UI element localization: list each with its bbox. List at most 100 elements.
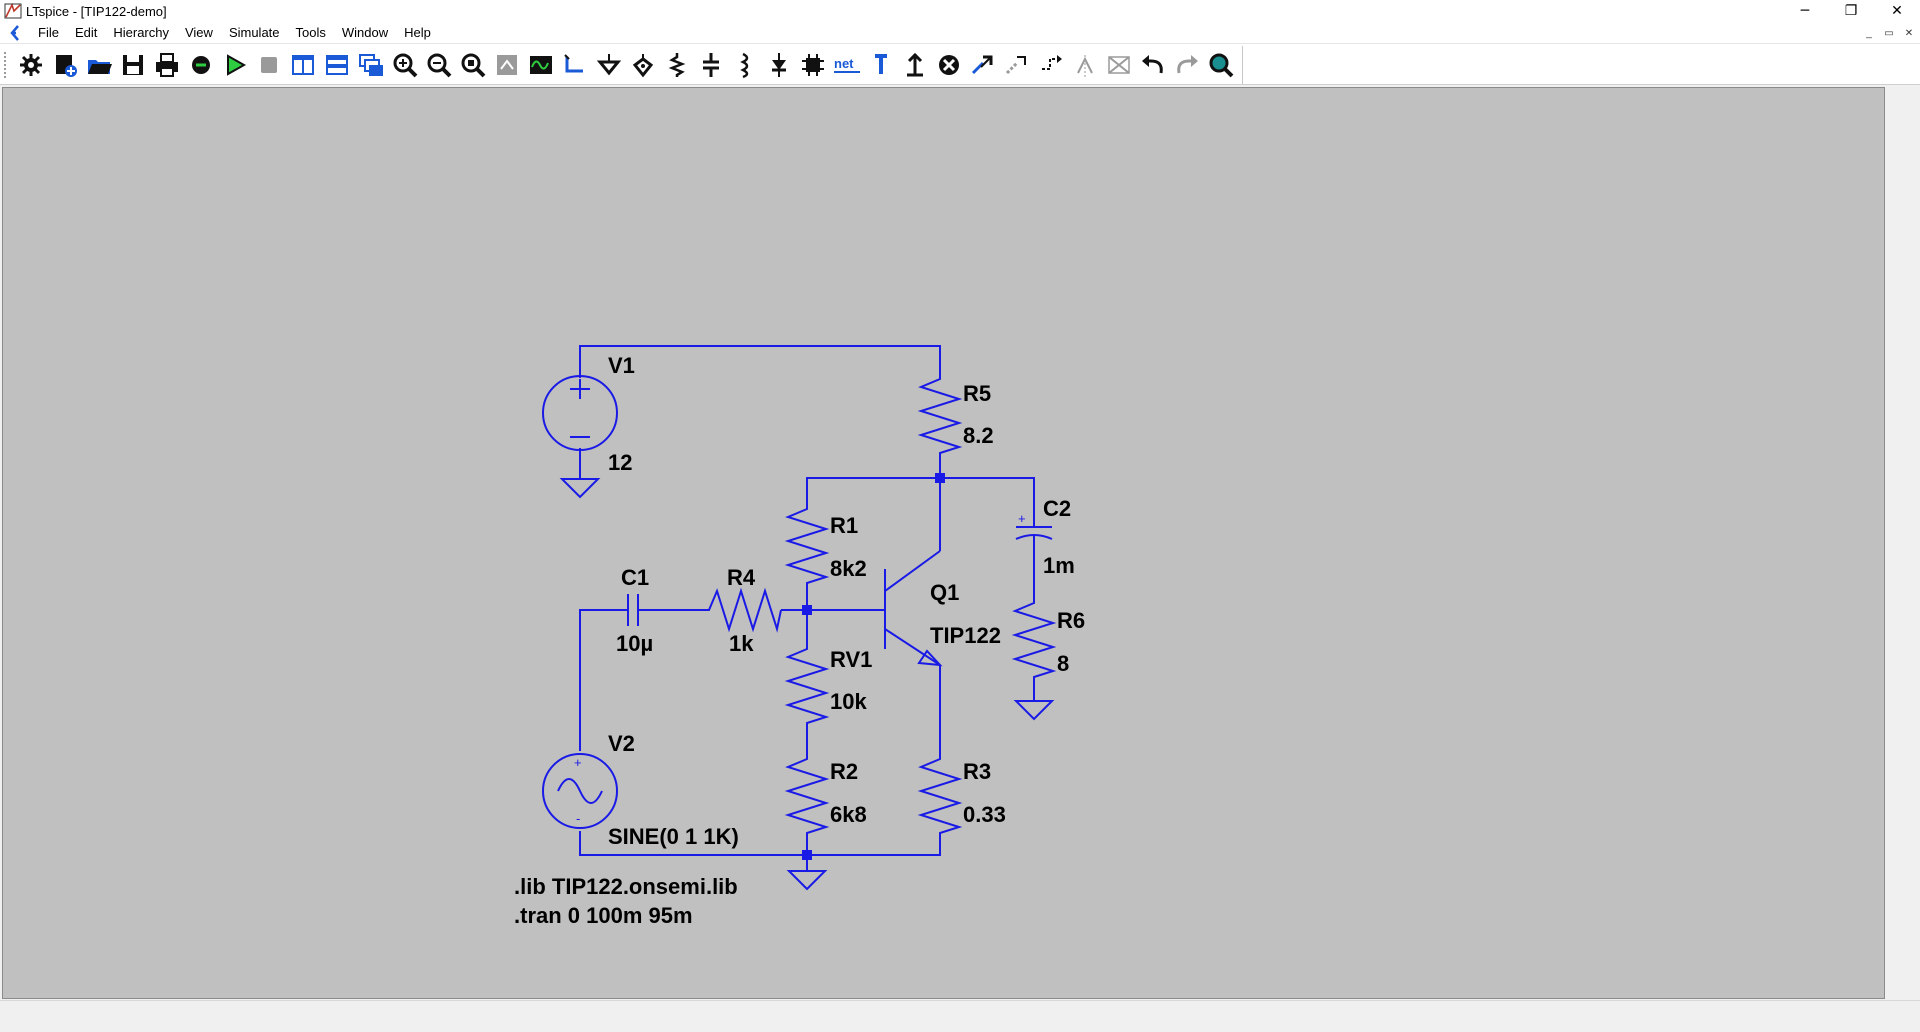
mirror-icon[interactable] — [1068, 50, 1102, 80]
status-bar — [0, 1000, 1920, 1032]
open-icon[interactable] — [82, 50, 116, 80]
delete-icon[interactable] — [932, 50, 966, 80]
menu-file[interactable]: File — [38, 24, 59, 40]
restore-button[interactable]: ❐ — [1844, 3, 1858, 19]
resistor-icon[interactable] — [660, 50, 694, 80]
window-controls: ─ ❐ ✕ — [1782, 0, 1920, 22]
cascade-icon[interactable] — [354, 50, 388, 80]
bus-tap-icon[interactable] — [1102, 50, 1136, 80]
q1-value: TIP122 — [930, 623, 1001, 648]
rotate-icon[interactable] — [1034, 50, 1068, 80]
window-title: LTspice - [TIP122-demo] — [26, 3, 167, 19]
halt-icon[interactable] — [252, 50, 286, 80]
redo-icon[interactable] — [1170, 50, 1204, 80]
minimize-button[interactable]: ─ — [1800, 3, 1810, 19]
wire[interactable] — [579, 345, 941, 378]
junctions — [802, 473, 945, 860]
new-schematic-icon[interactable] — [48, 50, 82, 80]
find-icon[interactable] — [1204, 50, 1238, 80]
component-icon[interactable] — [796, 50, 830, 80]
autoscale-icon[interactable] — [490, 50, 524, 80]
undo-icon[interactable] — [1136, 50, 1170, 80]
ground-symbol[interactable] — [1013, 700, 1055, 721]
zoom-in-icon[interactable] — [388, 50, 422, 80]
title-bar: LTspice - [TIP122-demo] ─ ❐ ✕ — [0, 0, 1920, 22]
voltage-source-v1[interactable] — [542, 375, 618, 451]
mdi-minimize-button[interactable]: _ — [1866, 27, 1872, 39]
mdi-close-button[interactable]: ✕ — [1904, 27, 1914, 39]
tool-label: net — [834, 56, 854, 71]
tile-vertical-icon[interactable] — [286, 50, 320, 80]
transistor-q1[interactable] — [884, 550, 943, 667]
zoom-out-icon[interactable] — [422, 50, 456, 80]
resistor-r2[interactable] — [784, 751, 830, 835]
move-icon[interactable] — [898, 50, 932, 80]
menu-window[interactable]: Window — [341, 24, 389, 40]
print-icon[interactable] — [150, 50, 184, 80]
capacitor-c2[interactable]: + — [1015, 511, 1053, 541]
r4-name: R4 — [727, 565, 756, 590]
zoom-fit-icon[interactable] — [456, 50, 490, 80]
resistor-r5[interactable] — [917, 371, 963, 457]
voltage-source-v2[interactable]: + - — [542, 753, 618, 829]
wire[interactable] — [579, 609, 628, 751]
menu-edit[interactable]: Edit — [74, 24, 98, 40]
c2-name: C2 — [1043, 496, 1071, 521]
ltspice-logo-icon — [4, 2, 22, 19]
capacitor-icon[interactable] — [694, 50, 728, 80]
spice-directive-tran[interactable]: .tran 0 100m 95m — [514, 903, 693, 928]
waveform-icon[interactable] — [524, 50, 558, 80]
draw-wire-icon[interactable] — [558, 50, 592, 80]
toolbar-tools: net — [14, 50, 1238, 80]
schematic-doc-icon[interactable] — [6, 23, 26, 43]
tile-horizontal-icon[interactable] — [320, 50, 354, 80]
toolbar-separator — [1242, 46, 1243, 84]
q1-name: Q1 — [930, 580, 959, 605]
diode-icon[interactable] — [762, 50, 796, 80]
toolbar-grip[interactable] — [4, 52, 8, 78]
menu-help[interactable]: Help — [404, 24, 431, 40]
junction-dot — [935, 473, 945, 483]
r3-value: 0.33 — [963, 802, 1006, 827]
export-netlist-icon[interactable] — [184, 50, 218, 80]
schematic-canvas[interactable]: V1 12 R5 — [2, 87, 1885, 999]
canvas-frame: V1 12 R5 — [0, 85, 1920, 1000]
inductor-icon[interactable] — [728, 50, 762, 80]
control-panel-icon[interactable] — [14, 50, 48, 80]
resistor-r6[interactable] — [1011, 595, 1057, 679]
r1-name: R1 — [830, 513, 858, 538]
duplicate-icon[interactable] — [966, 50, 1000, 80]
text-icon[interactable] — [864, 50, 898, 80]
drag-icon[interactable] — [1000, 50, 1034, 80]
junction-dot — [802, 850, 812, 860]
v1-name: V1 — [608, 353, 635, 378]
resistor-rv1[interactable] — [784, 641, 830, 725]
spice-directive-lib[interactable]: .lib TIP122.onsemi.lib — [514, 874, 738, 899]
run-icon[interactable] — [218, 50, 252, 80]
r2-name: R2 — [830, 759, 858, 784]
mdi-restore-button[interactable]: ▭ — [1884, 27, 1894, 39]
close-button[interactable]: ✕ — [1891, 3, 1903, 19]
wire[interactable] — [806, 477, 1035, 511]
ground-symbol[interactable] — [559, 478, 601, 499]
spice-directive-icon[interactable]: net — [830, 50, 864, 80]
capacitor-c1[interactable] — [627, 594, 666, 626]
resistor-r1[interactable] — [784, 501, 830, 585]
ground-icon[interactable] — [592, 50, 626, 80]
menu-tools[interactable]: Tools — [295, 24, 326, 40]
ground-symbol[interactable] — [786, 870, 828, 891]
menu-hierarchy[interactable]: Hierarchy — [113, 24, 169, 40]
svg-text:+: + — [1018, 511, 1026, 526]
resistor-r4[interactable] — [701, 587, 782, 633]
v2-name: V2 — [608, 731, 635, 756]
menu-simulate[interactable]: Simulate — [228, 24, 280, 40]
mdi-controls: _ ▭ ✕ — [1862, 22, 1916, 44]
save-icon[interactable] — [116, 50, 150, 80]
r2-value: 6k8 — [830, 802, 867, 827]
label-net-icon[interactable] — [626, 50, 660, 80]
r4-value: 1k — [729, 631, 754, 656]
resistor-r3[interactable] — [917, 751, 963, 835]
menu-view[interactable]: View — [184, 24, 213, 40]
c1-value: 10µ — [616, 631, 653, 656]
schematic-drawing: V1 12 R5 — [514, 345, 1085, 928]
